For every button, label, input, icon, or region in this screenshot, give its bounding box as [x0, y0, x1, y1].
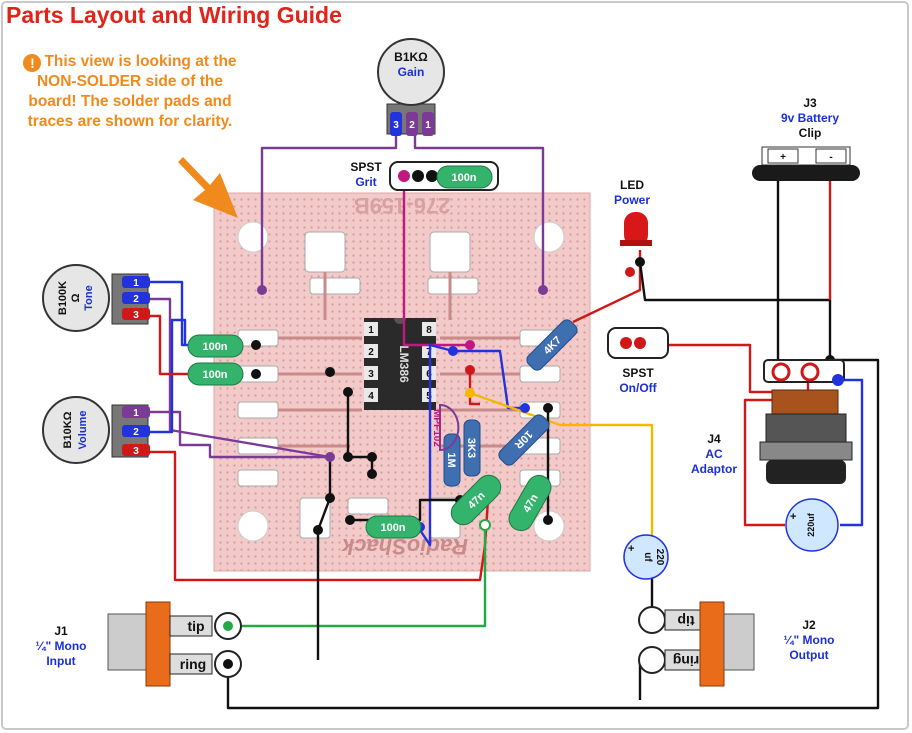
ic-pin-label: 2 — [368, 347, 374, 358]
jfet-label: MPF102 — [431, 409, 442, 447]
wires — [150, 130, 880, 710]
cap-47n — [508, 474, 552, 532]
j4-ref: J4 — [707, 432, 721, 446]
mount-hole — [533, 221, 565, 253]
j3-line1: 9v Battery — [780, 111, 840, 125]
gain-pin-label: 3 — [393, 120, 399, 131]
tone-value-unit: Ω — [70, 293, 82, 302]
onoff-switch-name: SPST — [622, 366, 654, 380]
cap-polarity: + — [790, 511, 796, 523]
board-part-number: 276-159B — [354, 193, 451, 218]
cap-100n — [436, 165, 493, 189]
output-jack-j2: tip ring — [638, 601, 755, 687]
ic-name: LM386 — [397, 345, 411, 383]
j1-ring-label: ring — [180, 656, 206, 672]
cap-47n — [450, 474, 502, 526]
j4-line2: Adaptor — [691, 462, 737, 476]
j1-tip-label: tip — [187, 618, 204, 634]
volume-value: B10KΩ — [62, 411, 74, 448]
cap-value: 220uf — [806, 512, 816, 537]
warning-note-text: This view is looking at the NON-SOLDER s… — [27, 53, 237, 130]
tone-pot: 1 2 3 B100K Ω Tone — [42, 264, 150, 332]
j3-ref: J3 — [803, 96, 817, 110]
resistor-4k7 — [526, 319, 578, 371]
tone-pin-label: 3 — [133, 310, 139, 321]
volume-pot: 1 2 3 B10KΩ Volume — [42, 396, 150, 464]
gain-label: Gain — [397, 65, 425, 79]
j2-ring-label: ring — [673, 653, 699, 669]
warning-icon: ! — [23, 54, 42, 72]
jfet-mpf102: MPF102 — [431, 403, 460, 452]
ic-pin-label: 3 — [368, 369, 374, 380]
page-title: Parts Layout and Wiring Guide — [6, 2, 342, 28]
mount-hole — [237, 221, 269, 253]
cap-label: 100n — [380, 522, 405, 534]
volume-pin-label: 3 — [133, 446, 139, 457]
j2-ref: J2 — [802, 618, 816, 632]
cap-100n — [187, 334, 244, 358]
j2-line2: Output — [789, 648, 829, 662]
j1-line1: ¼" Mono — [35, 639, 87, 653]
cap-label: 100n — [202, 369, 227, 381]
gain-pot: 3 2 1 — [377, 38, 445, 136]
power-led — [620, 212, 652, 277]
tone-label: Tone — [83, 285, 95, 310]
j4-line1: AC — [705, 447, 723, 461]
resistor-3k3 — [463, 419, 481, 477]
warning-note: !This view is looking at the NON-SOLDER … — [20, 52, 240, 132]
battery-minus: - — [829, 152, 832, 163]
led-name: LED — [620, 178, 644, 192]
cap-100n — [365, 515, 422, 539]
gain-value: B1KΩ — [394, 50, 428, 64]
cap-polarity: + — [628, 543, 634, 555]
battery-clip: + - — [752, 146, 860, 181]
onoff-switch — [607, 327, 669, 359]
ic-pin-label: 1 — [368, 325, 374, 336]
tone-pin-label: 1 — [133, 278, 139, 289]
resistor-10r — [498, 414, 550, 466]
ac-adaptor-jack — [759, 359, 853, 484]
j2-tip-label: tip — [677, 613, 694, 629]
cap-220uf-output: + 220 uf — [623, 534, 669, 580]
j1-ref: J1 — [54, 624, 68, 638]
gain-pin-label: 2 — [409, 120, 415, 131]
j2-line1: ¼" Mono — [783, 633, 835, 647]
pointer-arrow-icon — [178, 157, 238, 218]
ic-pin-label: 4 — [368, 391, 374, 402]
cap-label: 100n — [451, 172, 476, 184]
cap-unit: uf — [642, 552, 653, 562]
volume-pin-label: 1 — [133, 408, 139, 419]
gain-pin-label: 1 — [425, 120, 431, 131]
volume-pin-label: 2 — [133, 427, 139, 438]
grit-switch-label: Grit — [355, 175, 377, 189]
ic-pin-label: 8 — [426, 325, 432, 336]
mount-hole — [237, 510, 269, 542]
battery-plus: + — [780, 152, 786, 163]
j1-line2: Input — [46, 654, 76, 668]
input-jack-j1: tip ring — [107, 601, 242, 687]
tone-pin-label: 2 — [133, 294, 139, 305]
board-traces — [278, 272, 520, 448]
resistor-label: 1M — [445, 452, 457, 467]
cap-100n — [187, 362, 244, 386]
led-label: Power — [613, 193, 650, 207]
onoff-switch-label: On/Off — [619, 381, 657, 395]
cap-value: 220 — [654, 549, 665, 566]
grit-switch-name: SPST — [350, 160, 382, 174]
tone-value: B100K — [57, 281, 69, 315]
resistor-label: 3K3 — [465, 438, 477, 458]
volume-label: Volume — [77, 411, 89, 450]
cap-220uf-supply: + 220uf — [785, 498, 839, 552]
cap-label: 100n — [202, 341, 227, 353]
j3-line2: Clip — [798, 126, 822, 140]
